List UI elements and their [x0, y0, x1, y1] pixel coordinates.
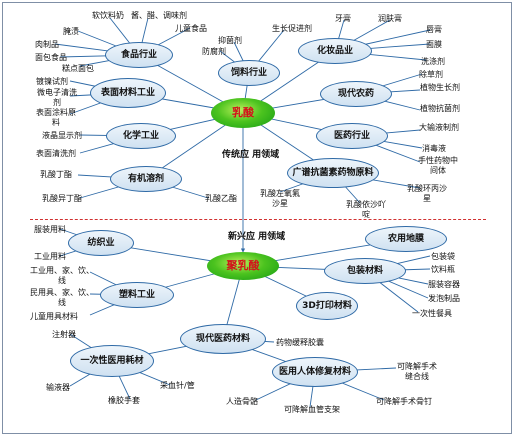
leaf-plastic-industrial: 工业用、家、饮、线 [30, 266, 94, 285]
hub-plastics-industry: 塑料工业 [100, 282, 174, 308]
leaf-food-meat: 肉制品 [35, 40, 59, 49]
leaf-agri-herbicide: 除草剂 [419, 70, 443, 79]
leaf-repair-bone: 人造骨骼 [226, 397, 258, 406]
section-label-traditional: 传统应 用领域 [222, 150, 280, 160]
leaf-chem-lcd: 液晶显示剂 [42, 131, 82, 140]
leaf-food-pickling: 腌渍 [63, 27, 79, 36]
leaf-surface-plating: 镀镍试剂 [36, 77, 68, 86]
leaf-disposable-syringe: 注射器 [52, 330, 76, 339]
leaf-textile-clothing: 服装用料 [34, 225, 66, 234]
leaf-chem-cleaner: 表面清洗剂 [36, 149, 76, 158]
hub-organic-solvents: 有机溶剂 [110, 166, 182, 192]
section-label-emerging: 新兴应 用领域 [228, 232, 286, 242]
leaf-textile-industrial: 工业用料 [34, 252, 66, 261]
leaf-packaging-bottle: 饮料瓶 [431, 265, 455, 274]
leaf-cosmetic-mask: 面膜 [426, 40, 442, 49]
leaf-repair-suture: 可降解手术缝合线 [397, 362, 437, 381]
leaf-packaging-tableware: 一次性餐具 [412, 309, 452, 318]
leaf-antibiotic-ethacridine: 乳酸依沙吖啶 [346, 200, 386, 219]
leaf-food-condiments: 酱、醋、调味剂 [131, 11, 187, 20]
leaf-solvent-butyl: 乳酸丁酯 [40, 170, 72, 179]
leaf-cosmetic-toothpaste: 牙膏 [335, 14, 351, 23]
leaf-food-bread: 面包食品 [35, 53, 67, 62]
leaf-food-children: 儿童食品 [175, 24, 207, 33]
leaf-pharma-disinfectant: 消毒液 [422, 144, 446, 153]
leaf-packaging-bag: 包装袋 [431, 252, 455, 261]
diagram-frame [2, 2, 512, 434]
hub-agricultural-film: 农用地膜 [365, 226, 447, 252]
hub-food-industry: 食品行业 [105, 42, 173, 68]
leaf-food-pastry: 糕点面包 [62, 64, 94, 73]
hub-medical-body-repair-materials: 医用人体修复材料 [272, 357, 358, 387]
hub-pharmaceutical-industry: 医药行业 [316, 123, 388, 149]
leaf-surface-cleaning: 微电子清洗剂 [37, 88, 77, 107]
leaf-repair-bone-nail: 可降解手术骨钉 [376, 397, 432, 406]
hub-feed-industry: 饲料行业 [218, 60, 280, 86]
hub-modern-medical-materials: 现代医药材料 [180, 324, 266, 354]
leaf-packaging-foam: 发泡制品 [428, 294, 460, 303]
hub-3d-printing-materials: 3D打印材料 [296, 292, 358, 320]
hub-textile-industry: 纺织业 [68, 230, 134, 256]
hub-cosmetics-industry: 化妆品业 [298, 38, 372, 64]
leaf-disposable-infusion: 输液器 [46, 383, 70, 392]
section-divider [30, 219, 486, 220]
leaf-surface-coating: 表面涂料原料 [36, 108, 76, 127]
leaf-antibiotic-ciprofloxacin: 乳酸环丙沙星 [407, 184, 447, 203]
leaf-food-soft-drink: 软饮料奶 [92, 11, 124, 20]
leaf-pharma-infusion: 大输液制剂 [419, 123, 459, 132]
leaf-solvent-ethyl: 乳酸乙酯 [205, 194, 237, 203]
leaf-feed-growth: 生长促进剂 [272, 24, 312, 33]
leaf-packaging-container: 服装容器 [428, 280, 460, 289]
hub-disposable-medical-consumables: 一次性医用耗材 [70, 345, 154, 377]
leaf-cosmetic-detergent: 洗涤剂 [421, 57, 445, 66]
leaf-cosmetic-moisturizer: 润肤膏 [378, 14, 402, 23]
leaf-agri-growth: 植物生长剂 [420, 83, 460, 92]
leaf-feed-preservative: 防腐剂 [202, 47, 226, 56]
hub-antibiotic-raw-materials: 广谱抗菌素药物原料 [287, 158, 379, 188]
leaf-feed-bacteriostat: 抑菌剂 [218, 36, 242, 45]
hub-packaging-materials: 包装材料 [324, 258, 406, 284]
leaf-plastic-civil: 民用具、家、饮、线 [30, 288, 94, 307]
leaf-medical-capsule: 药物缓释胶囊 [276, 338, 324, 347]
leaf-solvent-isobutyl: 乳酸异丁酯 [42, 194, 82, 203]
leaf-cosmetic-lipstick: 唇膏 [426, 25, 442, 34]
leaf-agri-antibacterial: 植物抗菌剂 [420, 104, 460, 113]
leaf-pharma-chiral: 手性药物中间体 [418, 156, 458, 175]
leaf-disposable-blood: 采血针/管 [160, 381, 195, 390]
leaf-repair-stent: 可降解血管支架 [284, 405, 340, 414]
center-node-lactic-acid: 乳酸 [211, 98, 275, 128]
hub-surface-materials: 表面材料工业 [90, 78, 166, 108]
leaf-disposable-gloves: 橡胶手套 [108, 396, 140, 405]
hub-chemical-industry: 化学工业 [106, 123, 176, 149]
leaf-plastic-children: 儿童用具材料 [30, 312, 78, 321]
leaf-antibiotic-levofloxacin: 乳酸左氧氟沙星 [260, 189, 300, 208]
center-node-polylactic-acid: 聚乳酸 [207, 252, 279, 280]
hub-modern-pesticides: 现代农药 [320, 81, 392, 107]
